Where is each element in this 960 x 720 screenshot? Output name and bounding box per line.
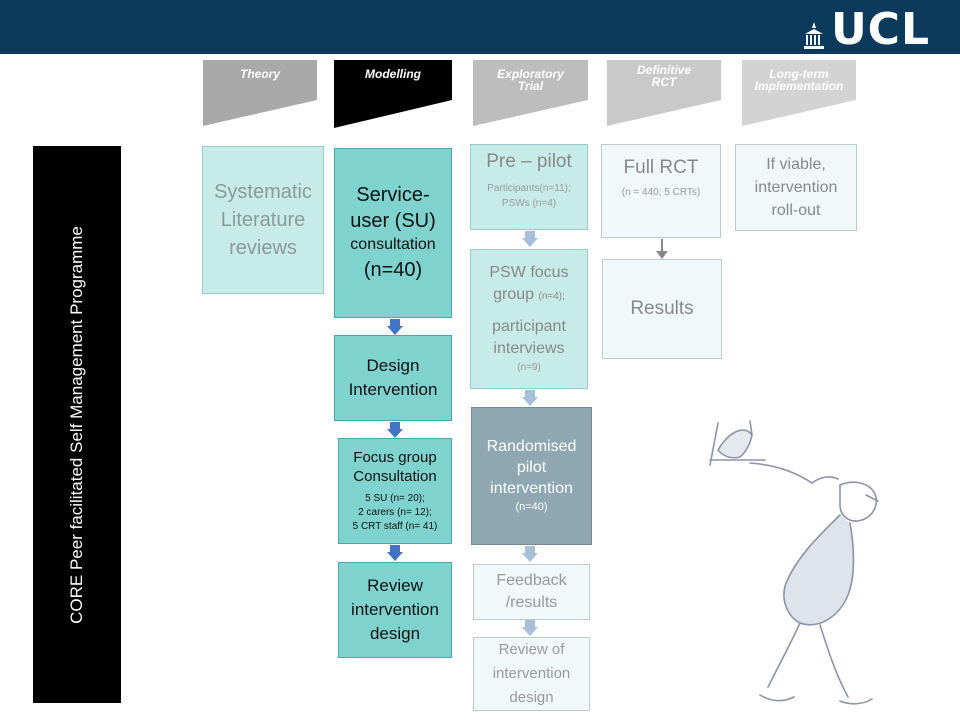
sketch-illustration <box>709 420 879 705</box>
box-review-of-design: Review of intervention design <box>473 637 590 711</box>
box-su-consultation: Service- user (SU) consultation (n=40) <box>334 148 452 318</box>
portico-icon <box>803 22 824 49</box>
box-roll-out: If viable, intervention roll-out <box>735 144 857 231</box>
box-systematic-reviews: Systematic Literature reviews <box>202 146 324 294</box>
logo-text: UCL <box>830 4 930 55</box>
phase-modelling: Modelling <box>334 60 452 130</box>
arrow-down-icon <box>522 546 538 562</box>
arrow-down-icon <box>656 239 668 259</box>
box-results: Results <box>602 259 722 359</box>
phase-label: Definitive RCT <box>636 63 691 89</box>
box-feedback-results: Feedback /results <box>473 564 590 620</box>
phase-definitive: Definitive RCT <box>607 60 721 128</box>
programme-title-bar: CORE Peer facilitated Self Management Pr… <box>33 146 121 703</box>
phase-label: Modelling <box>365 67 421 81</box>
arrow-down-icon <box>522 390 538 406</box>
box-psw-focus-group: PSW focus group (n=4); participant inter… <box>470 249 588 389</box>
arrow-down-icon <box>387 422 403 438</box>
phase-label: Exploratory Trial <box>497 67 564 93</box>
arrow-down-icon <box>522 231 538 247</box>
programme-title: CORE Peer facilitated Self Management Pr… <box>67 225 86 624</box>
box-full-rct: Full RCT (n = 440; 5 CRTs) <box>601 144 721 238</box>
phase-longterm: Long-term Implementation <box>742 60 856 128</box>
box-pre-pilot: Pre – pilot Participants(n=11); PSWs (n=… <box>470 144 588 230</box>
box-review-intervention: Review intervention design <box>338 562 452 658</box>
box-text: Systematic Literature reviews <box>214 181 312 259</box>
phase-theory: Theory <box>203 60 317 128</box>
box-design-intervention: Design Intervention <box>334 335 452 421</box>
ucl-logo: UCL <box>803 6 930 52</box>
box-focus-group: Focus group Consultation 5 SU (n= 20); 2… <box>338 438 452 544</box>
phase-label: Theory <box>239 67 280 81</box>
arrow-down-icon <box>387 319 403 335</box>
arrow-down-icon <box>387 545 403 561</box>
arrow-down-icon <box>522 620 538 636</box>
header-bar: UCL <box>0 0 960 54</box>
box-randomised-pilot: Randomised pilot intervention (n=40) <box>471 407 592 545</box>
phase-exploratory: Exploratory Trial <box>473 60 588 128</box>
phase-label: Long-term Implementation <box>754 67 844 93</box>
